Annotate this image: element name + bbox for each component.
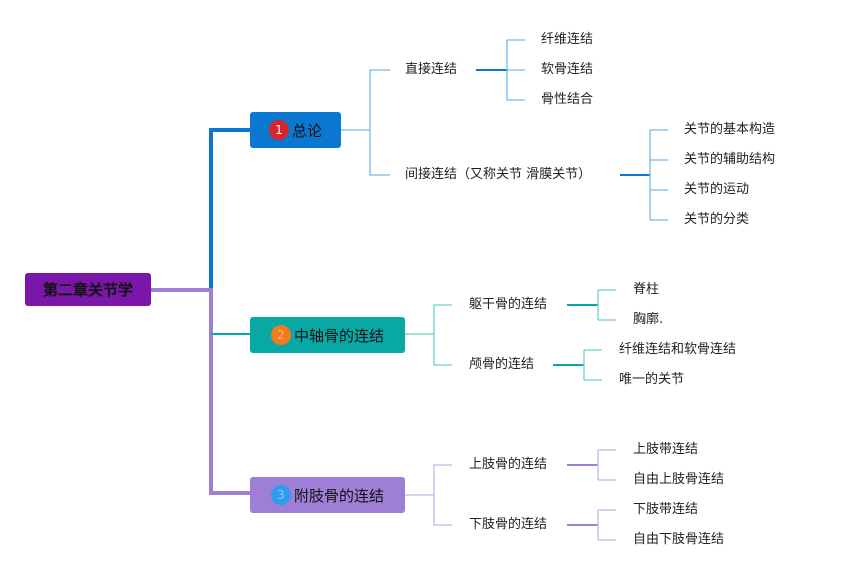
category-label: 中轴骨的连结	[293, 326, 384, 345]
priority-1-icon: 1	[268, 120, 289, 140]
root-label: 第二章关节学	[42, 281, 133, 299]
subtopic-node[interactable]: 下肢带连结	[633, 502, 699, 517]
subtopic-node[interactable]: 关节的基本构造	[684, 122, 776, 137]
subtopic-node[interactable]: 脊柱	[633, 282, 660, 297]
subtopic-node[interactable]: 自由下肢骨连结	[633, 532, 725, 547]
subtopic-node[interactable]: 关节的分类	[684, 212, 750, 227]
category-label: 总论	[291, 121, 322, 140]
subtopic-node[interactable]: 纤维连结和软骨连结	[619, 342, 737, 357]
priority-2-icon: 2	[270, 325, 291, 345]
category-node-appendicular[interactable]: 3 附肢骨的连结	[250, 477, 405, 513]
topic-node[interactable]: 下肢骨的连结	[469, 517, 548, 532]
priority-3-icon: 3	[270, 485, 291, 505]
topic-node[interactable]: 间接连结（又称关节 滑膜关节）	[405, 167, 592, 182]
subtopic-node[interactable]: 纤维连结	[541, 32, 594, 47]
subtopic-node[interactable]: 上肢带连结	[633, 442, 699, 457]
subtopic-node[interactable]: 胸廓.	[633, 312, 664, 327]
category-node-axial[interactable]: 2 中轴骨的连结	[250, 317, 405, 353]
subtopic-node[interactable]: 骨性结合	[541, 92, 594, 107]
topic-node[interactable]: 颅骨的连结	[469, 357, 535, 372]
category-label: 附肢骨的连结	[293, 486, 384, 505]
subtopic-node[interactable]: 软骨连结	[541, 62, 594, 77]
topic-node[interactable]: 上肢骨的连结	[469, 457, 548, 472]
subtopic-node[interactable]: 关节的辅助结构	[684, 152, 776, 167]
topic-node[interactable]: 躯干骨的连结	[469, 297, 548, 312]
subtopic-node[interactable]: 自由上肢骨连结	[633, 472, 725, 487]
category-node-general[interactable]: 1 总论	[250, 112, 341, 148]
subtopic-node[interactable]: 关节的运动	[684, 182, 750, 197]
root-node[interactable]: 第二章关节学	[25, 273, 151, 306]
topic-node[interactable]: 直接连结	[405, 62, 458, 77]
subtopic-node[interactable]: 唯一的关节	[619, 372, 685, 387]
